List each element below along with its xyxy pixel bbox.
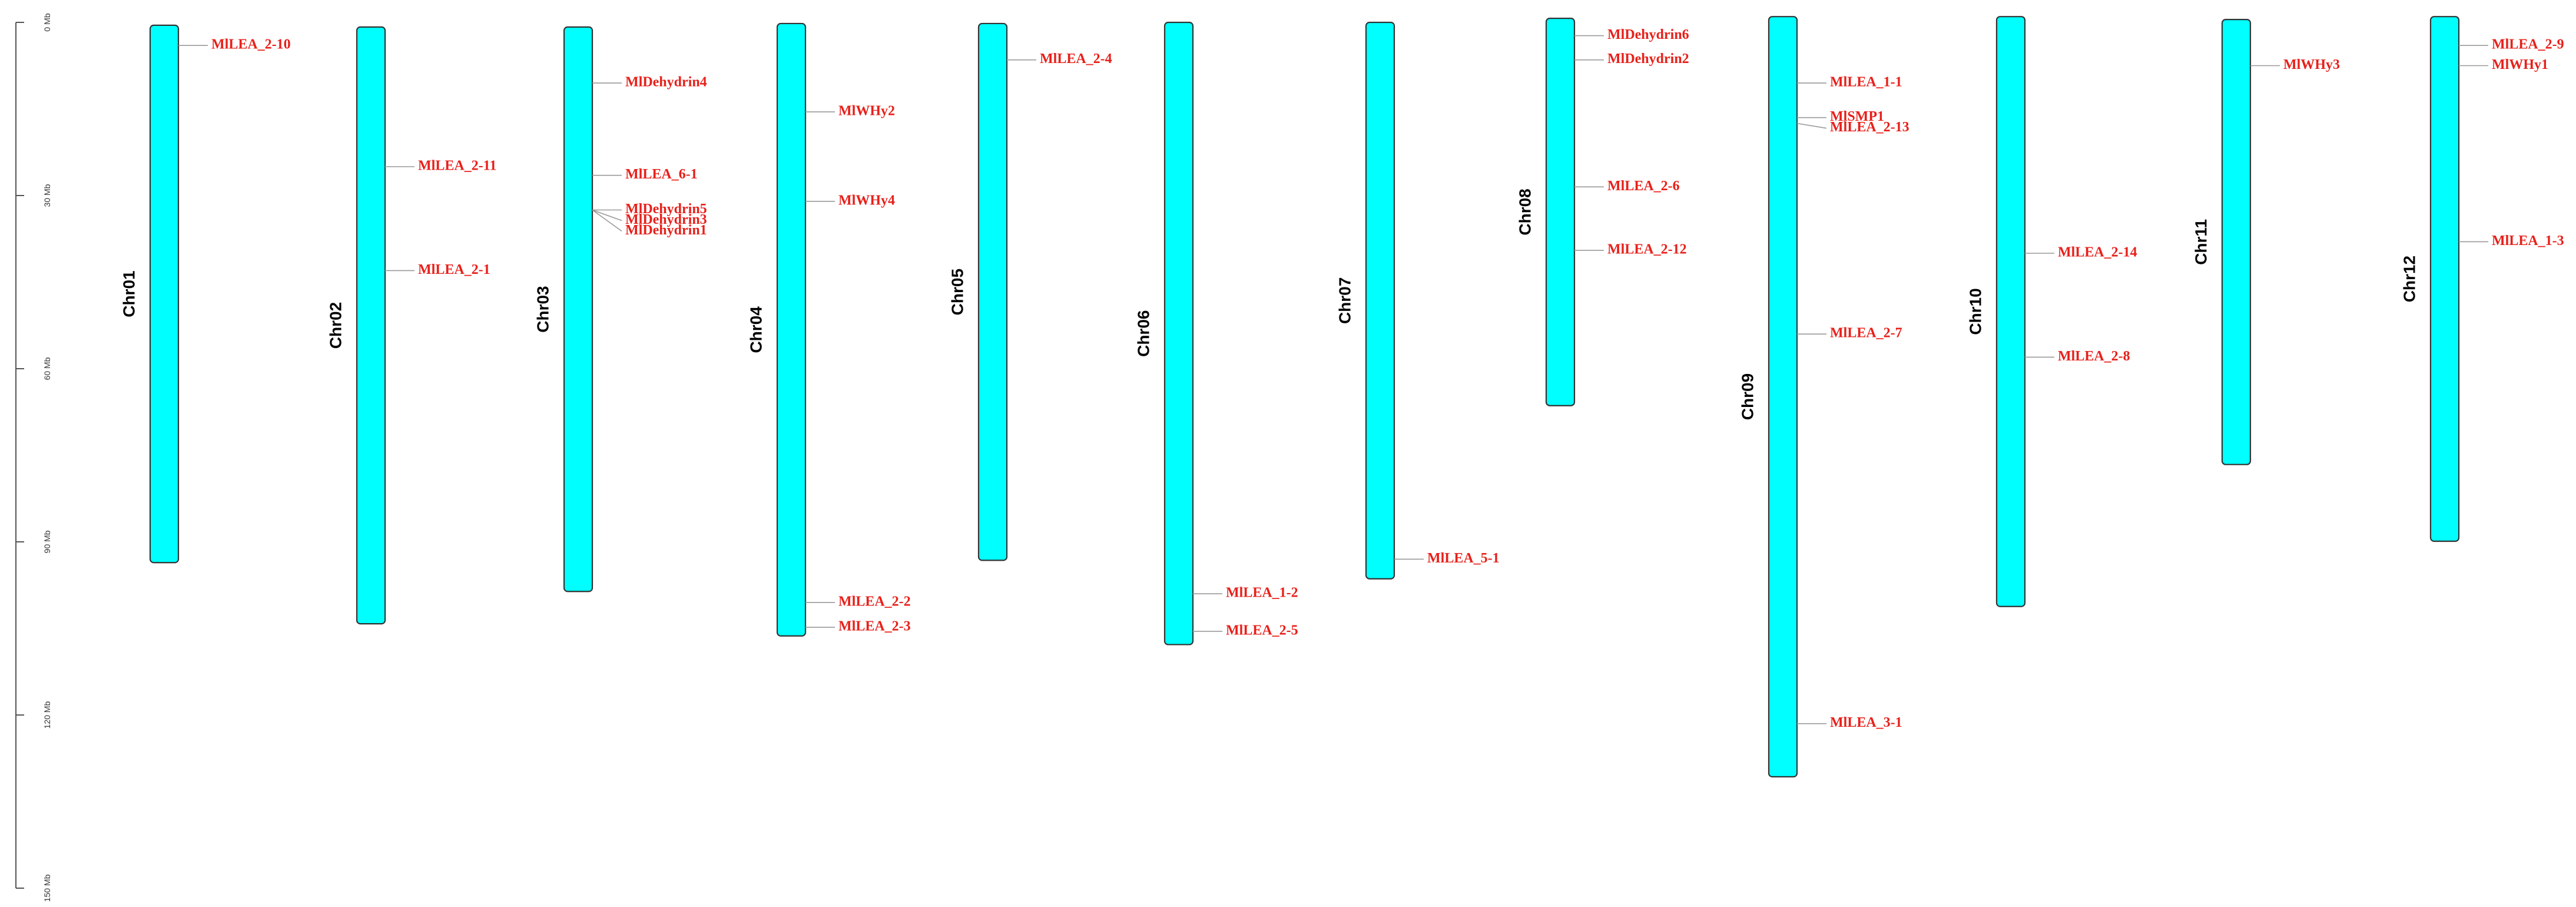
- chromosome-bar: [1545, 18, 1576, 406]
- gene-label: MlLEA_2-14: [2058, 245, 2137, 260]
- gene-label: MlLEA_1-1: [1830, 74, 1902, 90]
- chromosome-label: Chr12: [2400, 256, 2418, 302]
- gene-label: MlSMP1: [1830, 109, 1884, 124]
- gene-label: MlLEA_6-1: [625, 167, 698, 182]
- scale-bar: 0 Mb 30 Mb 60 Mb 90 Mb 120 Mb 150 Mb: [15, 13, 52, 902]
- chromosome-chr01: Chr01 MlLEA_2-10: [120, 24, 291, 564]
- scale-tick-label: 90 Mb: [42, 530, 52, 553]
- chromosome-label: Chr11: [2192, 219, 2210, 265]
- chromosome-chr08: Chr08 MlDehydrin6MlDehydrin2MlLEA_2-6MlLE…: [1516, 18, 1689, 406]
- chromosome-label: Chr03: [533, 286, 552, 332]
- scale-tick-label: 0 Mb: [42, 13, 52, 31]
- gene-label: MlLEA_2-7: [1830, 326, 1902, 341]
- chromosome-bar: [1768, 16, 1798, 777]
- chromosome-bar: [1365, 21, 1395, 580]
- chromosome-label: Chr01: [120, 270, 138, 317]
- chromosome-chr09: Chr09 MlLEA_1-1MlSMP1MlLEA_2-13MlLEA_2-7M…: [1738, 16, 1909, 777]
- gene-label: MlLEA_2-11: [418, 158, 496, 174]
- gene-label: MlWHy1: [2492, 57, 2548, 72]
- scale-tick-label: 30 Mb: [42, 184, 52, 207]
- gene-label: MlLEA_2-4: [1040, 51, 1112, 67]
- scale-tick-label: 120 Mb: [42, 701, 52, 729]
- chromosome-chr05: Chr05 MlLEA_2-4: [948, 22, 1112, 561]
- gene-label: MlWHy3: [2283, 57, 2340, 72]
- gene-label: MlLEA_2-8: [2058, 349, 2130, 364]
- chromosome-label: Chr07: [1335, 277, 1354, 324]
- gene-label: MlLEA_5-1: [1427, 551, 1500, 566]
- gene-label: MlDehydrin3: [625, 212, 707, 227]
- gene-label: MlLEA_2-1: [418, 262, 490, 277]
- gene-connector-line: [592, 209, 622, 232]
- chromosome-bar: [776, 22, 807, 637]
- gene-label: MlLEA_2-2: [838, 594, 911, 609]
- gene-label: MlLEA_1-3: [2492, 233, 2564, 249]
- gene-label: MlDehydrin2: [1607, 51, 1689, 67]
- gene-label: MlDehydrin4: [625, 74, 707, 90]
- chromosome-chr11: Chr11 MlWHy3: [2192, 18, 2340, 465]
- gene-connector-line: [592, 209, 622, 221]
- gene-label: MlLEA_3-1: [1830, 715, 1902, 730]
- gene-label: MlLEA_2-12: [1607, 242, 1687, 257]
- chromosome-label: Chr09: [1738, 373, 1756, 420]
- chromosome-label: Chr10: [1966, 288, 1984, 335]
- chromosome-bar: [977, 22, 1008, 561]
- gene-label: MlLEA_2-6: [1607, 178, 1680, 194]
- chromosome-bar: [2221, 18, 2252, 465]
- chromosome-bar: [563, 26, 594, 592]
- gene-label: MlLEA_2-3: [838, 619, 911, 634]
- chromosome-bar: [1163, 21, 1194, 646]
- chromosome-label: Chr08: [1516, 188, 1534, 235]
- chromosome-bar: [2429, 16, 2460, 542]
- gene-label: MlLEA_2-9: [2492, 37, 2564, 52]
- gene-label: MlLEA_1-2: [1226, 585, 1298, 601]
- chromosome-label: Chr02: [326, 302, 344, 349]
- scale-tick-label: 60 Mb: [42, 357, 52, 380]
- chromosome-label: Chr05: [948, 269, 966, 315]
- chromosome-label: Chr06: [1134, 310, 1152, 357]
- gene-label: MlLEA_2-10: [211, 37, 291, 52]
- gene-label: MlWHy4: [838, 193, 895, 208]
- chromosome-bar: [149, 24, 180, 564]
- chromosome-chr03: Chr03MlDehydrin4MlLEA_6-1MlDehydrin5MlDe…: [533, 26, 707, 592]
- gene-label: MlLEA_2-5: [1226, 623, 1298, 638]
- gene-label: MlDehydrin6: [1607, 27, 1689, 42]
- gene-label: MlLEA_2-13: [1830, 120, 1909, 135]
- gene-connector-line: [1796, 123, 1827, 129]
- chromosome-bar: [356, 26, 386, 625]
- chromosome-bar: [1995, 16, 2026, 607]
- gene-label: MlDehydrin5: [625, 201, 707, 217]
- gene-label: MlDehydrin1: [625, 223, 707, 238]
- gene-label: MlWHy2: [838, 103, 895, 118]
- chromosome-set: Chr01MlLEA_2-10Chr02MlLEA_2-11MlLEA_2-1C…: [120, 16, 2564, 777]
- scale-tick-label: 150 Mb: [42, 874, 52, 902]
- chromosome-label: Chr04: [747, 306, 765, 353]
